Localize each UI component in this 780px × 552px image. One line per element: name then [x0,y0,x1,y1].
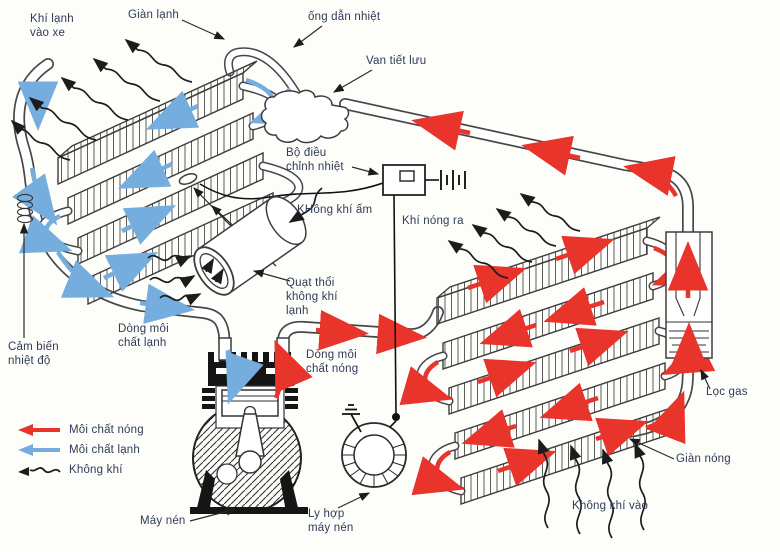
legend-label-air: Không khí [69,464,123,476]
label-cold-flow: Dòng môi chất lạnh [118,323,169,350]
top-pipe [339,98,694,240]
hot-air-out-arrows [447,193,581,279]
label-compressor: Máy nén [140,515,186,527]
hot-arrow-icon [18,424,60,436]
receiver-drier [665,231,713,372]
label-evaporator: Giàn lạnh [128,9,180,21]
legend-item-hot: Môi chất nóng [16,420,144,440]
label-blower: Quạt thổi không khí lạnh [286,277,338,318]
label-cold-air-to-car: Khí lạnh vào xe [30,13,74,40]
blower-fan [193,196,307,296]
legend-label-hot: Môi chất nóng [69,424,144,436]
condenser-coil [416,216,691,505]
ground-icon [342,404,362,433]
cold-arrow-icon [18,444,60,456]
legend-item-air: Không khí [16,460,144,480]
label-hot-flow: Dòng môi chất nóng [306,349,359,376]
label-warm-air: KHông khí ấm [297,204,373,216]
label-expansion-valve: Van tiết lưu [366,55,427,67]
label-heat-pipe: ống dẫn nhiệt [308,11,381,23]
label-clutch: Ly hợp máy nén [308,508,354,535]
air-arrow-icon [18,467,61,476]
label-pointers [19,19,711,522]
label-receiver-drier: Lọc gas [706,386,748,398]
compressor [190,337,313,514]
air-in-arrows [537,438,646,539]
cold-air-out-arrows [10,38,193,161]
legend-label-cold: Môi chất lạnh [69,444,140,456]
condenser-hot-arrows [399,235,716,496]
pipe-hot-arrows [315,310,686,445]
label-air-in: Không khí vào [572,500,649,512]
legend: Môi chất nóng Môi chất lạnh Không khí [16,420,144,480]
thermostat [178,164,466,432]
label-condenser: Giàn nóng [676,453,731,465]
label-temp-sensor: Cảm biến nhiệt độ [8,341,59,368]
sensor-bulb-icon [178,173,198,185]
label-thermostat: Bộ điều chỉnh nhiệt [286,147,344,174]
expansion-valve [260,89,350,144]
warm-air-arrow [288,187,323,223]
temperature-sensor [16,193,34,224]
blower-air-arrows [147,254,202,306]
legend-item-cold: Môi chất lạnh [16,440,144,460]
clutch-wire [393,194,397,416]
battery-icon [440,170,466,190]
label-hot-air-out: Khí nóng ra [402,215,464,227]
compressor-clutch [341,404,407,488]
discharge-pipe [277,306,444,362]
evaporator-inlet-pipe [223,47,303,101]
